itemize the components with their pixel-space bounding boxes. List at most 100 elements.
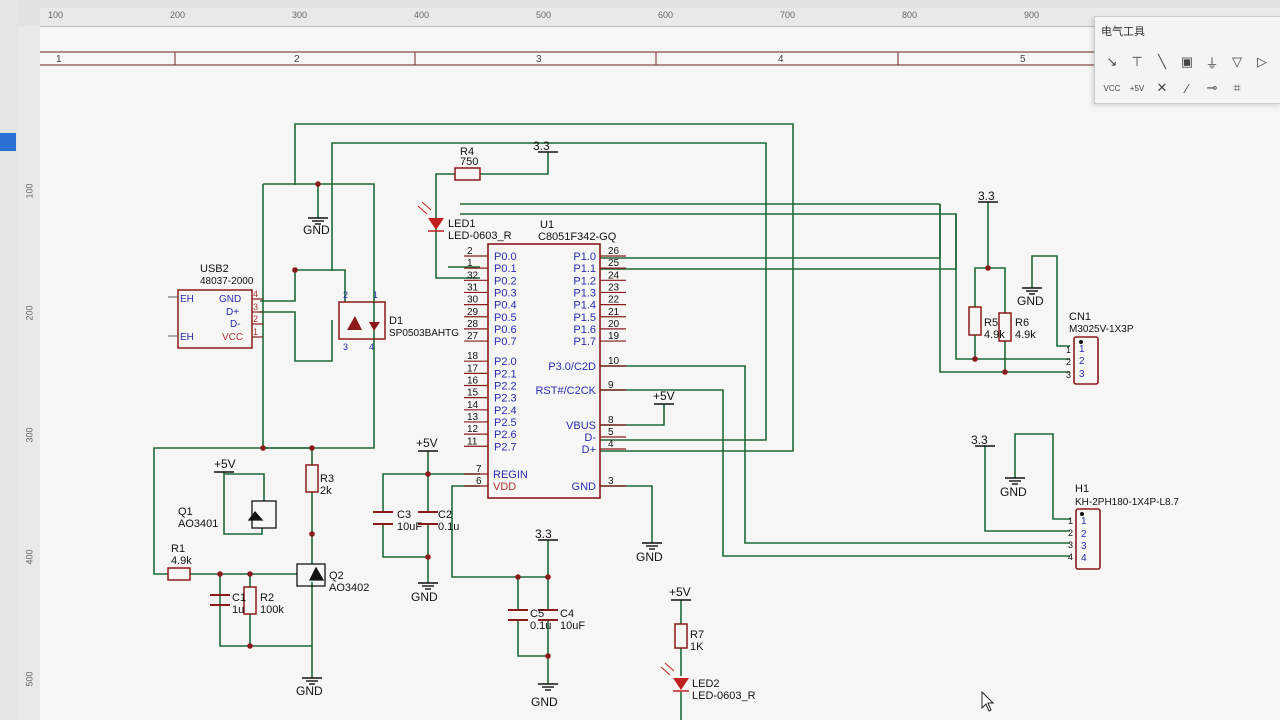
electrical-tools-panel[interactable]: 电气工具 ↘⊤╲▣⏚▽▷VCC+5V✕∕⊸⌗ xyxy=(1094,16,1280,104)
c1-ref: C1 xyxy=(232,592,246,604)
u1-ref: U1 xyxy=(540,219,554,231)
u1-pin-num: 25 xyxy=(608,258,620,269)
led1-diode[interactable] xyxy=(417,201,444,232)
probe-icon[interactable]: ∕ xyxy=(1185,80,1189,96)
q2-transistor[interactable] xyxy=(296,563,326,587)
zone-label: 2 xyxy=(294,54,300,65)
u1-pin-num: 32 xyxy=(467,270,479,281)
u1-pin-num: 17 xyxy=(467,363,479,374)
r3-ref: R3 xyxy=(320,473,334,485)
u1-pin-num: 19 xyxy=(608,331,620,342)
u1-pin-num: 3 xyxy=(608,476,614,487)
wire-icon[interactable]: ↘ xyxy=(1106,54,1118,69)
vcc-icon[interactable]: VCC xyxy=(1103,83,1121,93)
netlabel-icon[interactable]: ▣ xyxy=(1180,54,1194,69)
capacitor-plates[interactable] xyxy=(210,511,558,621)
v33-label: 3.3 xyxy=(533,139,550,153)
mouse-cursor-icon xyxy=(981,690,995,712)
u1-pin-num: 10 xyxy=(608,356,620,367)
v33-label: 3.3 xyxy=(978,189,995,203)
h1-pin-num: 2 xyxy=(1068,528,1073,538)
cn1-connector[interactable]: 1 2 3 1 2 3 CN1 M3025V-1X3P xyxy=(1066,311,1134,385)
u1-part: C8051F342-GQ xyxy=(538,231,617,243)
gnd-triangle-icon[interactable]: ▽ xyxy=(1232,54,1242,69)
pin-icon[interactable]: ⊸ xyxy=(1206,80,1218,95)
r6-value: 4.9k xyxy=(1015,329,1036,341)
r2-ref: R2 xyxy=(260,592,274,604)
q1-ref: Q1 xyxy=(178,506,193,518)
h1-pin: 2 xyxy=(1081,529,1087,540)
ground-icon[interactable]: ⏚ xyxy=(1205,55,1219,71)
u1-pin-num: 23 xyxy=(608,282,620,293)
q1-part: AO3401 xyxy=(178,518,218,530)
v5-label: +5V xyxy=(653,389,675,403)
r7-value: 1K xyxy=(690,641,704,653)
u1-pin-num: 9 xyxy=(608,380,614,391)
noconnect-icon[interactable]: ✕ xyxy=(1156,80,1168,95)
cn1-part: M3025V-1X3P xyxy=(1069,324,1134,335)
h1-connector[interactable]: 1 2 3 4 1 2 3 4 H1 KH-2PH180-1X4P-L8.7 xyxy=(1068,483,1179,570)
u1-pin-num: 4 xyxy=(608,439,614,450)
usb2-connector[interactable]: EH EH GND D+ D- VCC 4 3 2 1 USB2 48037-2… xyxy=(168,263,263,349)
h1-pin: 1 xyxy=(1081,516,1087,527)
r2-value: 100k xyxy=(260,604,284,616)
active-indicator[interactable] xyxy=(0,133,16,151)
r4-ref: R4 xyxy=(460,146,474,158)
gnd-label: GND xyxy=(303,223,330,237)
d1-pin: 2 xyxy=(343,290,348,300)
u1-pin-num: 1 xyxy=(467,258,473,269)
u1-pin-name: P2.4 xyxy=(494,405,517,417)
u1-pin-num: 14 xyxy=(467,400,479,411)
u1-pin-name: P1.3 xyxy=(573,287,596,299)
q2-part: AO3402 xyxy=(329,582,369,594)
u1-pin-name: D+ xyxy=(582,444,596,456)
netport-icon[interactable]: ▷ xyxy=(1257,54,1267,69)
ruler-mark: 400 xyxy=(414,10,430,20)
u1-pin-num: 11 xyxy=(467,436,478,447)
usb2-pin-num: 2 xyxy=(253,314,258,324)
u1-pin-name: RST#/C2CK xyxy=(535,385,596,397)
u1-pin-name: P0.0 xyxy=(494,251,517,263)
r7-ref: R7 xyxy=(690,629,704,641)
r6-ref: R6 xyxy=(1015,317,1029,329)
usb2-pin-dminus: D- xyxy=(230,319,241,330)
line-icon[interactable]: ╲ xyxy=(1158,54,1166,69)
led2-diode[interactable] xyxy=(660,662,689,692)
bus-icon[interactable]: ⊤ xyxy=(1131,54,1143,69)
q1-transistor[interactable] xyxy=(247,500,277,529)
u1-chip[interactable]: U1 C8051F342-GQ xyxy=(487,219,617,499)
v33-label: 3.3 xyxy=(535,527,552,541)
u1-pin-num: 29 xyxy=(467,307,479,318)
cn1-pin: 1 xyxy=(1079,344,1085,355)
u1-pin-name: P2.1 xyxy=(494,368,517,380)
gnd-label: GND xyxy=(296,684,323,698)
r1-value: 4.9k xyxy=(171,555,192,567)
ruler-mark: 300 xyxy=(292,10,308,20)
led2-part: LED-0603_R xyxy=(692,690,756,702)
d1-esd-diode[interactable]: 2 1 3 4 D1 SP0503BAHTG xyxy=(338,290,459,352)
cn1-pin-num: 1 xyxy=(1066,345,1071,355)
gnd-label: GND xyxy=(1017,294,1044,308)
gnd-label: GND xyxy=(636,550,663,564)
junctions xyxy=(217,181,1008,659)
select-icon[interactable]: ⌗ xyxy=(1233,80,1241,95)
d1-pin: 4 xyxy=(369,342,374,352)
u1-pin-name: D- xyxy=(584,432,596,444)
usb2-pin-num: 3 xyxy=(253,302,258,312)
u1-pin-name: REGIN xyxy=(493,469,528,481)
u1-pin-name: VDD xyxy=(493,481,516,493)
u1-pin-num: 30 xyxy=(467,295,479,306)
ruler-mark: 100 xyxy=(48,10,64,20)
led1-ref: LED1 xyxy=(448,218,476,230)
u1-pin-num: 31 xyxy=(467,282,479,293)
led1-part: LED-0603_R xyxy=(448,230,512,242)
plus5v-icon[interactable]: +5V xyxy=(1129,83,1145,93)
zone-label: 5 xyxy=(1020,54,1026,65)
u1-pin-name: P0.4 xyxy=(494,300,517,312)
resistor-bodies[interactable] xyxy=(167,167,1012,649)
u1-pin-name: P2.7 xyxy=(494,441,517,453)
u1-pin-name: P1.2 xyxy=(573,275,596,287)
usb2-pin-vcc: VCC xyxy=(222,332,243,343)
